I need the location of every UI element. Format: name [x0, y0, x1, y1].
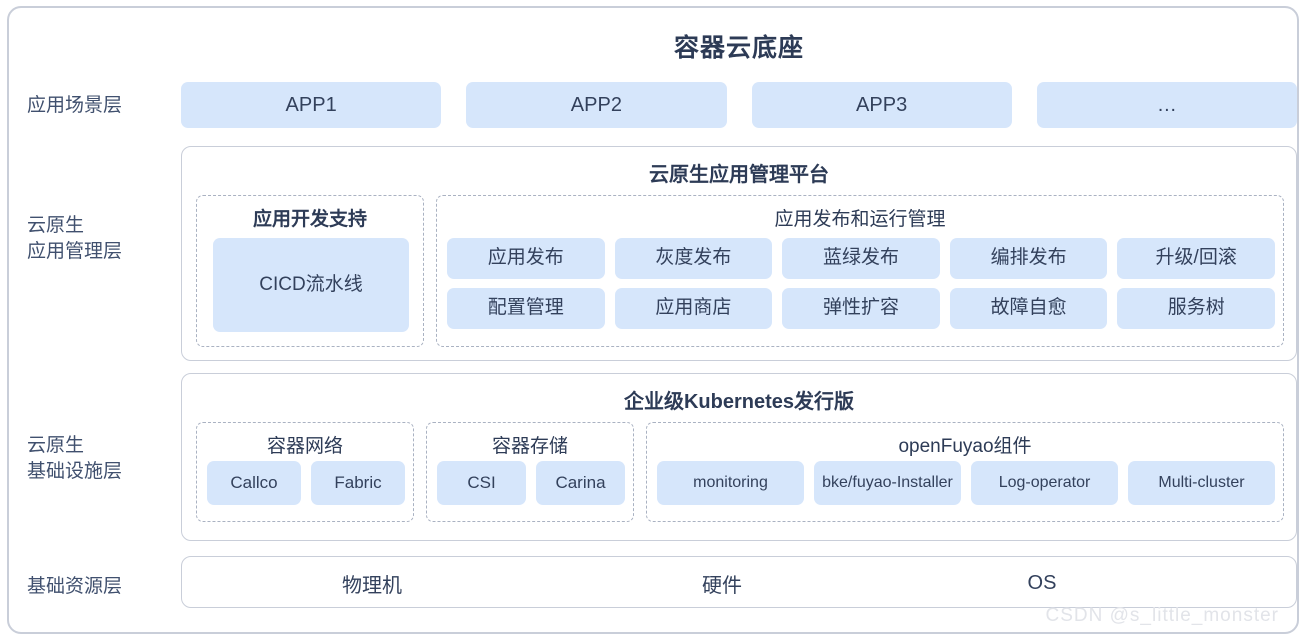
container-network-chips: Callco Fabric [207, 461, 405, 505]
fuyao-chip[interactable]: monitoring [657, 461, 804, 505]
diagram-frame: 容器云底座 应用场景层 云原生 应用管理层 云原生 基础设施层 基础资源层 AP… [7, 6, 1299, 634]
group-title-release-management: 应用发布和运行管理 [774, 209, 946, 230]
network-chip[interactable]: Fabric [311, 461, 405, 505]
app-chip[interactable]: APP1 [181, 82, 442, 128]
storage-chip[interactable]: CSI [437, 461, 526, 505]
app-chip-more[interactable]: … [1036, 82, 1297, 128]
row-label-app-scene: 应用场景层 [27, 95, 123, 116]
watermark: CSDN @s_little_monster [1045, 605, 1279, 626]
fuyao-chip[interactable]: bke/fuyao-Installer [814, 461, 961, 505]
group-dev-support: 应用开发支持 CICD流水线 [196, 195, 424, 347]
openfuyao-component-chips: monitoring bke/fuyao-Installer Log-opera… [657, 461, 1275, 505]
group-container-network: 容器网络 Callco Fabric [196, 422, 414, 522]
row-label-base-resource: 基础资源层 [27, 576, 123, 597]
group-release-and-runtime-management: 应用发布和运行管理 应用发布 灰度发布 蓝绿发布 编排发布 升级/回滚 配置管理… [436, 195, 1284, 347]
group-title-container-network: 容器网络 [266, 436, 343, 457]
group-title-container-storage: 容器存储 [491, 436, 568, 457]
release-feature-chip[interactable]: 应用发布 [447, 238, 605, 279]
resource-item[interactable]: 硬件 [702, 574, 742, 597]
base-resource-row: 物理机 硬件 OS [182, 557, 1296, 607]
panel-title-app-management-platform: 云原生应用管理平台 [649, 164, 829, 186]
app-chip[interactable]: APP2 [466, 82, 727, 128]
fuyao-chip[interactable]: Multi-cluster [1128, 461, 1275, 505]
row-label-infrastructure: 云原生 基础设施层 [27, 435, 123, 482]
fuyao-chip[interactable]: Log-operator [971, 461, 1118, 505]
group-openfuyao-components: openFuyao组件 monitoring bke/fuyao-Install… [646, 422, 1284, 522]
group-title-openfuyao-components: openFuyao组件 [898, 436, 1032, 457]
panel-app-management-platform: 云原生应用管理平台 应用开发支持 CICD流水线 应用发布和运行管理 应用发布 … [181, 146, 1297, 361]
release-feature-chip[interactable]: 配置管理 [447, 288, 605, 329]
release-feature-chip[interactable]: 编排发布 [949, 238, 1108, 279]
release-feature-chip[interactable]: 应用商店 [614, 288, 773, 329]
network-chip[interactable]: Callco [207, 461, 301, 505]
release-feature-chip[interactable]: 蓝绿发布 [782, 238, 940, 279]
release-feature-chip[interactable]: 灰度发布 [614, 238, 773, 279]
release-feature-chip[interactable]: 故障自愈 [949, 288, 1108, 329]
release-feature-chip[interactable]: 弹性扩容 [782, 288, 940, 329]
panel-base-resource: 物理机 硬件 OS [181, 556, 1297, 608]
panel-title-kubernetes-distribution: 企业级Kubernetes发行版 [623, 391, 855, 413]
resource-item[interactable]: 物理机 [342, 574, 402, 597]
chip-cicd-pipeline[interactable]: CICD流水线 [213, 238, 409, 332]
resource-item[interactable]: OS [1027, 571, 1057, 594]
release-feature-grid: 应用发布 灰度发布 蓝绿发布 编排发布 升级/回滚 配置管理 应用商店 弹性扩容… [447, 238, 1275, 329]
release-feature-chip[interactable]: 服务树 [1117, 288, 1275, 329]
app-chip[interactable]: APP3 [751, 82, 1012, 128]
app-scene-row: APP1 APP2 APP3 … [181, 82, 1297, 128]
release-feature-chip[interactable]: 升级/回滚 [1117, 238, 1275, 279]
row-label-app-management: 云原生 应用管理层 [27, 215, 123, 262]
container-storage-chips: CSI Carina [437, 461, 625, 505]
storage-chip[interactable]: Carina [536, 461, 625, 505]
group-title-dev-support: 应用开发支持 [252, 209, 367, 230]
group-container-storage: 容器存储 CSI Carina [426, 422, 634, 522]
page-title: 容器云底座 [673, 34, 804, 62]
panel-kubernetes-distribution: 企业级Kubernetes发行版 容器网络 Callco Fabric 容器存储… [181, 373, 1297, 541]
